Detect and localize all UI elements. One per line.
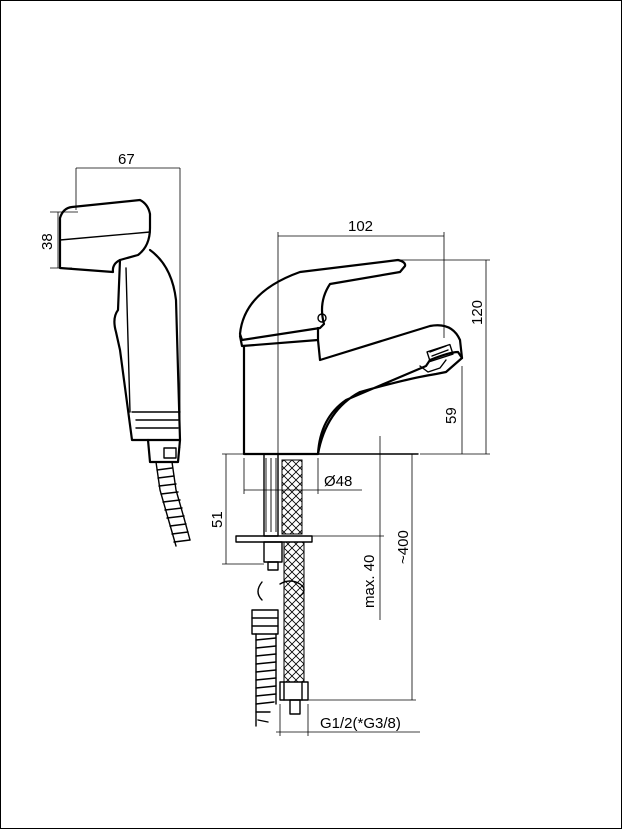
dim-hand-shower-width: 67 — [75, 151, 181, 448]
dim-shank-length: 51 — [209, 453, 264, 565]
dim-label-102: 102 — [348, 218, 373, 235]
dim-label-diameter: Ø48 — [324, 473, 352, 490]
dim-total-height: 120 — [400, 259, 490, 455]
dim-label-120: 120 — [469, 300, 486, 325]
dim-label-67: 67 — [118, 151, 135, 168]
dim-label-max40: max. 40 — [361, 555, 378, 608]
dim-max-deck: max. 40 — [304, 436, 384, 620]
dim-hose-length: ~400 — [308, 454, 416, 701]
dim-label-400: ~400 — [395, 530, 412, 564]
dim-spout-reach: 102 — [277, 218, 445, 458]
dim-label-59: 59 — [443, 407, 460, 424]
dim-spout-height: 59 — [443, 366, 463, 454]
dim-label-38: 38 — [39, 233, 56, 250]
installation-parts — [235, 453, 313, 727]
dim-connection-thread: G1/2(*G3/8) — [276, 704, 420, 736]
dim-base-diameter: Ø48 — [243, 458, 362, 494]
dim-label-51: 51 — [209, 511, 226, 528]
dim-label-thread: G1/2(*G3/8) — [320, 715, 401, 732]
dim-hand-shower-height: 38 — [39, 211, 78, 269]
faucet-body — [238, 258, 464, 456]
hand-shower — [58, 198, 191, 547]
